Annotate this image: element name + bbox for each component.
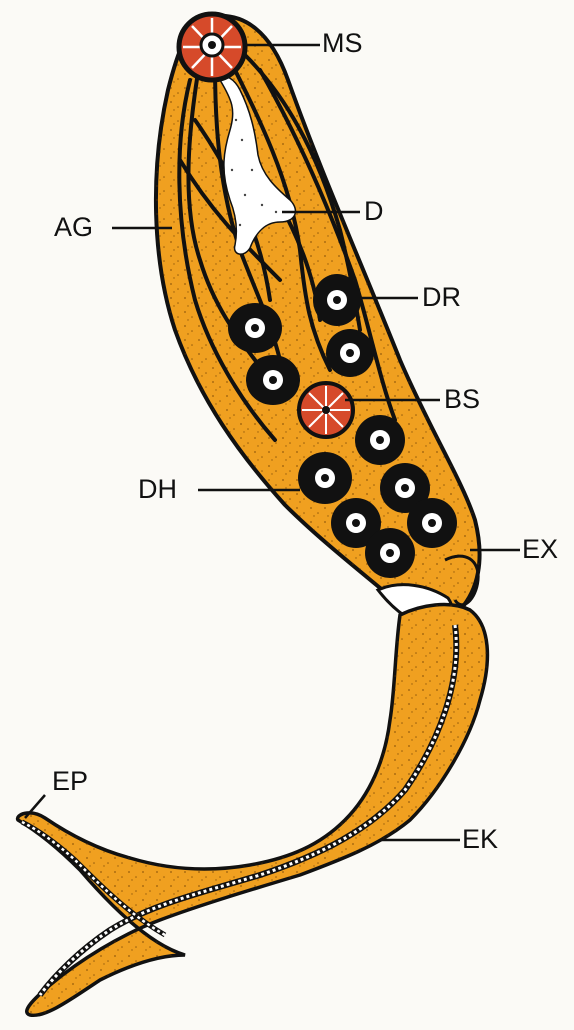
ventral-sucker xyxy=(299,383,353,437)
gland-cell xyxy=(298,452,352,504)
label-bs: BS xyxy=(444,386,480,413)
label-ek: EK xyxy=(462,826,498,853)
gland-cell xyxy=(355,415,405,465)
label-dh: DH xyxy=(138,476,177,503)
gland-cell xyxy=(246,355,300,405)
label-d: D xyxy=(364,198,384,225)
gland-cell xyxy=(228,303,282,353)
label-ag: AG xyxy=(54,214,93,241)
tail xyxy=(18,605,488,1016)
gland-cell xyxy=(313,274,361,326)
gland-cell xyxy=(407,498,457,548)
label-dr: DR xyxy=(422,284,461,311)
gland-cell xyxy=(326,329,374,377)
label-ex: EX xyxy=(522,536,558,563)
label-ms: MS xyxy=(322,30,363,57)
gland-cell xyxy=(365,528,415,578)
label-ep: EP xyxy=(52,768,88,795)
oral-sucker xyxy=(179,14,245,80)
